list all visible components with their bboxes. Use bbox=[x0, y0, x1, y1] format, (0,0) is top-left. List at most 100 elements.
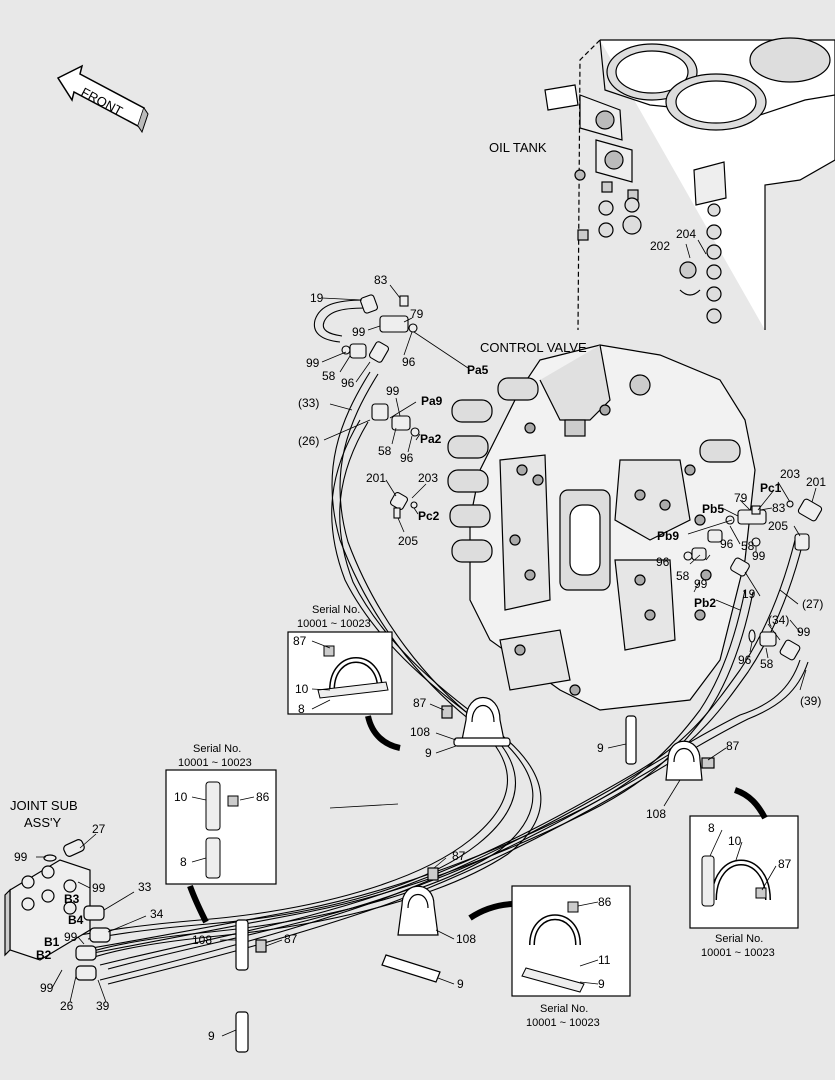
label-pb5: Pb5 bbox=[702, 502, 724, 516]
label-58-r1: 58 bbox=[741, 539, 755, 553]
label-203-right: 203 bbox=[780, 467, 800, 481]
label-pc1: Pc1 bbox=[760, 481, 782, 495]
label-10-inset-right: 10 bbox=[728, 834, 742, 848]
label-pb9: Pb9 bbox=[657, 529, 679, 543]
label-96-r2: 96 bbox=[656, 555, 670, 569]
label-79-top: 79 bbox=[410, 307, 424, 321]
control-valve-label: CONTROL VALVE bbox=[480, 340, 587, 355]
label-201-left: 201 bbox=[366, 471, 386, 485]
label-58-r3: 58 bbox=[760, 657, 774, 671]
label-33p: (33) bbox=[298, 396, 319, 410]
label-87-inset-top: 87 bbox=[293, 634, 307, 648]
label-202: 202 bbox=[650, 239, 670, 253]
label-87-clamp1: 87 bbox=[413, 696, 427, 710]
label-34: 34 bbox=[150, 907, 164, 921]
label-96-r1: 96 bbox=[720, 537, 734, 551]
inset-box-right bbox=[689, 787, 799, 929]
label-26p: (26) bbox=[298, 434, 319, 448]
label-pa9: Pa9 bbox=[421, 394, 443, 408]
label-86-inset-bottom: 86 bbox=[598, 895, 612, 909]
label-joint-sub-1: JOINT SUB bbox=[10, 798, 78, 813]
label-serial-right-2: 10001 ~ 10023 bbox=[701, 947, 775, 959]
label-9-clamp4: 9 bbox=[208, 1029, 215, 1043]
label-205-right: 205 bbox=[768, 519, 788, 533]
label-b1: B1 bbox=[44, 935, 60, 949]
label-58-top: 58 bbox=[322, 369, 336, 383]
label-27-left: 27 bbox=[92, 822, 106, 836]
label-99-j2: 99 bbox=[92, 881, 106, 895]
label-87-clamp2: 87 bbox=[726, 739, 740, 753]
label-87-clamp3: 87 bbox=[452, 849, 466, 863]
label-b2: B2 bbox=[36, 948, 52, 962]
label-39p: (39) bbox=[800, 694, 821, 708]
label-10-inset-left: 10 bbox=[174, 790, 188, 804]
label-pa2: Pa2 bbox=[420, 432, 442, 446]
oil-tank bbox=[544, 37, 835, 331]
label-11-inset-bottom: 11 bbox=[598, 953, 611, 967]
label-83-top: 83 bbox=[374, 273, 388, 287]
label-19-right: 19 bbox=[742, 587, 756, 601]
label-203-left: 203 bbox=[418, 471, 438, 485]
label-joint-sub-2: ASS'Y bbox=[24, 815, 61, 830]
label-8-inset-top: 8 bbox=[298, 702, 305, 716]
label-99-top: 99 bbox=[352, 325, 366, 339]
upper-left-fittings bbox=[341, 294, 420, 519]
label-serial-bottom-1: Serial No. bbox=[540, 1003, 588, 1015]
label-pa5: Pa5 bbox=[467, 363, 489, 377]
label-9-clamp2: 9 bbox=[597, 741, 604, 755]
control-valve bbox=[447, 344, 756, 711]
label-27p: (27) bbox=[802, 597, 823, 611]
label-pc2: Pc2 bbox=[418, 509, 440, 523]
label-86-inset-left: 86 bbox=[256, 790, 270, 804]
label-39: 39 bbox=[96, 999, 110, 1013]
label-108-clamp2: 108 bbox=[646, 807, 666, 821]
label-87-clamp4: 87 bbox=[284, 932, 298, 946]
label-serial-top-1: Serial No. bbox=[312, 604, 360, 616]
label-9-clamp3: 9 bbox=[457, 977, 464, 991]
label-b4: B4 bbox=[68, 913, 84, 927]
label-99-j3: 99 bbox=[64, 930, 78, 944]
label-8-inset-right: 8 bbox=[708, 821, 715, 835]
label-b3: B3 bbox=[64, 892, 80, 906]
label-58-r2: 58 bbox=[676, 569, 690, 583]
label-96-top1: 96 bbox=[341, 376, 355, 390]
label-108-clamp3: 108 bbox=[456, 932, 476, 946]
label-8-inset-left: 8 bbox=[180, 855, 187, 869]
label-96-r3: 96 bbox=[738, 653, 752, 667]
label-99-j4: 99 bbox=[40, 981, 54, 995]
label-108-clamp1: 108 bbox=[410, 725, 430, 739]
label-96-mid: 96 bbox=[400, 451, 414, 465]
label-9-clamp1: 9 bbox=[425, 746, 432, 760]
label-serial-top-2: 10001 ~ 10023 bbox=[297, 618, 371, 630]
oil-tank-label: OIL TANK bbox=[489, 140, 547, 155]
main-clamps bbox=[235, 696, 715, 1053]
label-99-r1: 99 bbox=[752, 549, 766, 563]
label-pb2: Pb2 bbox=[694, 596, 716, 610]
label-serial-bottom-2: 10001 ~ 10023 bbox=[526, 1017, 600, 1029]
label-83-right: 83 bbox=[772, 501, 786, 515]
inset-box-top bbox=[287, 631, 401, 751]
inset-box-left bbox=[165, 769, 277, 924]
label-201-right: 201 bbox=[806, 475, 826, 489]
label-99-left: 99 bbox=[306, 356, 320, 370]
right-fittings bbox=[683, 498, 823, 661]
label-serial-left-1: Serial No. bbox=[193, 743, 241, 755]
label-9-inset-bottom: 9 bbox=[598, 977, 605, 991]
label-serial-right-1: Serial No. bbox=[715, 933, 763, 945]
joint-sub-assembly bbox=[4, 839, 111, 981]
label-58-mid: 58 bbox=[378, 444, 392, 458]
label-serial-left-2: 10001 ~ 10023 bbox=[178, 757, 252, 769]
part-labels: 83 19 79 99 99 58 96 96 Pa5 (33) 99 Pa9 … bbox=[10, 227, 826, 1043]
label-99-j1: 99 bbox=[14, 850, 28, 864]
label-108-clamp4: 108 bbox=[192, 933, 212, 947]
label-26: 26 bbox=[60, 999, 74, 1013]
label-99-mid: 99 bbox=[386, 384, 400, 398]
inset-box-bottom bbox=[468, 885, 631, 997]
label-34p: (34) bbox=[768, 613, 789, 627]
label-204: 204 bbox=[676, 227, 696, 241]
label-99-r3: 99 bbox=[797, 625, 811, 639]
leader-lines bbox=[36, 239, 817, 1037]
label-99-r2: 99 bbox=[694, 577, 708, 591]
label-205-left: 205 bbox=[398, 534, 418, 548]
label-10-inset-top: 10 bbox=[295, 682, 309, 696]
